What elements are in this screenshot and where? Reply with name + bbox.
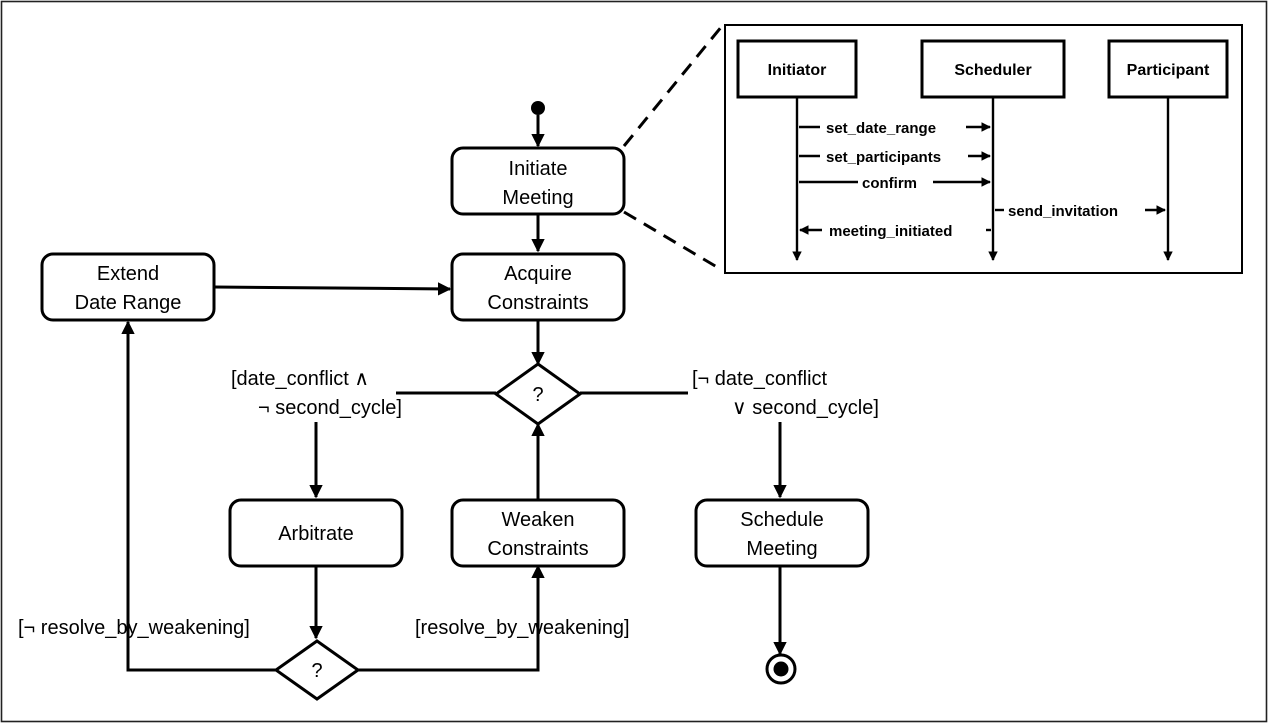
decision-1-label: ?: [532, 384, 543, 406]
edge-decision2-extend: [121, 320, 276, 672]
msg-set-date-range-label: set_date_range: [826, 120, 936, 137]
decision-node-1: ?: [493, 362, 583, 426]
initial-node: [531, 101, 545, 115]
action-acquire-constraints: Acquire Constraints: [450, 252, 626, 322]
zoom-line-top: [622, 25, 724, 147]
extend-line2: Date Range: [75, 292, 182, 314]
decision-2-label: ?: [311, 660, 322, 682]
acquire-line1: Acquire: [504, 263, 572, 285]
initiate-line1: Initiate: [509, 158, 568, 180]
msg-meeting-initiated-label: meeting_initiated: [829, 223, 952, 240]
guard-not-resolve: [¬ resolve_by_weakening]: [18, 617, 250, 639]
msg-set-participants-label: set_participants: [826, 149, 941, 166]
guard-right-line1: [¬ date_conflict: [692, 368, 828, 390]
guard-right-bg: [688, 364, 896, 422]
acquire-line2: Constraints: [487, 292, 588, 314]
action-arbitrate: Arbitrate: [228, 498, 404, 568]
guard-left-bg: [226, 364, 396, 422]
guard-right-line2: ∨ second_cycle]: [732, 397, 879, 419]
lifeline-head-initiator: Initiator: [736, 39, 858, 99]
message-meeting-initiated: meeting_initiated: [799, 223, 991, 240]
weaken-line2: Constraints: [487, 538, 588, 560]
action-weaken-constraints: Weaken Constraints: [450, 498, 626, 568]
arbitrate-label: Arbitrate: [278, 523, 354, 545]
msg-send-invitation-label: send_invitation: [1008, 203, 1118, 220]
lifeline-head-participant: Participant: [1107, 39, 1229, 99]
guard-resolve: [resolve_by_weakening]: [415, 617, 630, 639]
action-initiate-meeting: Initiate Meeting: [450, 146, 626, 216]
msg-confirm-label: confirm: [862, 175, 917, 192]
message-send-invitation: send_invitation: [995, 203, 1166, 220]
zoom-line-bottom: [623, 210, 723, 272]
schedule-line2: Meeting: [746, 538, 817, 560]
decision-node-2: ?: [273, 639, 361, 701]
message-set-participants: set_participants: [799, 149, 991, 166]
weaken-line1: Weaken: [501, 509, 574, 531]
initiator-label: Initiator: [768, 62, 827, 79]
message-confirm: confirm: [799, 175, 991, 192]
scheduler-label: Scheduler: [954, 62, 1031, 79]
guard-left-line1: [date_conflict ∧: [231, 368, 369, 390]
schedule-line1: Schedule: [740, 509, 823, 531]
message-set-date-range: set_date_range: [799, 120, 991, 137]
lifeline-head-scheduler: Scheduler: [920, 39, 1066, 99]
participant-label: Participant: [1127, 62, 1210, 79]
edge-extend-acquire: [213, 282, 452, 296]
edge-decision2-weaken: [358, 564, 545, 672]
initiate-line2: Meeting: [502, 187, 573, 209]
action-extend-date-range: Extend Date Range: [40, 252, 216, 322]
final-node: [765, 653, 797, 685]
action-schedule-meeting: Schedule Meeting: [694, 498, 870, 568]
guard-left-line2: ¬ second_cycle]: [258, 397, 402, 419]
extend-line1: Extend: [97, 263, 159, 285]
